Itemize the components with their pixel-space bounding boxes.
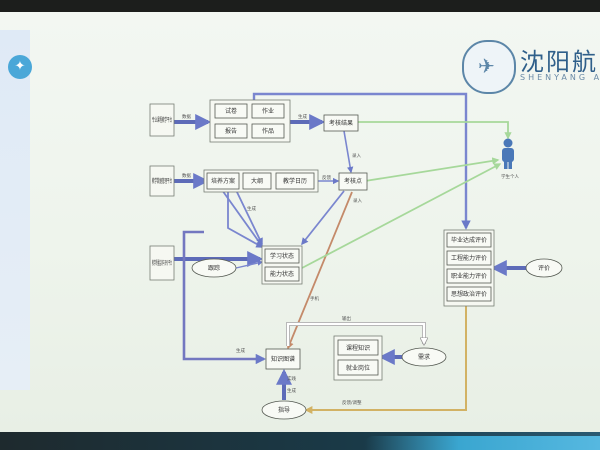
oval-demand: 需求 — [401, 347, 447, 367]
box-works-label: 作品 — [262, 127, 274, 135]
edge-plan-to-learn-main — [235, 189, 263, 246]
left-strip — [0, 30, 30, 390]
box-platform2: 教学数据管理平台 — [149, 165, 175, 197]
lightbulb-icon: ✦ — [8, 55, 32, 79]
oval-demand-label: 需求 — [418, 353, 430, 361]
box-eval-achieve: 毕业达成评价 — [446, 232, 492, 248]
box-assess-point: 考核点 — [338, 172, 368, 191]
box-employment: 就业岗位 — [337, 359, 379, 376]
box-eval-achieve-label: 毕业达成评价 — [451, 236, 487, 244]
box-plan-label: 培养方案 — [211, 177, 235, 185]
box-result-label: 考核结果 — [329, 119, 353, 127]
plane-icon: ✈ — [478, 54, 495, 78]
top-bezel — [0, 0, 600, 12]
box-homework: 作业 — [251, 103, 285, 119]
edge-plan-to-learn-side — [227, 190, 264, 248]
box-knowledge-map: 知识图谱 — [265, 348, 301, 370]
box-employment-label: 就业岗位 — [346, 364, 370, 372]
box-homework-label: 作业 — [262, 107, 274, 115]
box-platform2-label: 教学数据管理平台 — [152, 177, 172, 185]
box-learn-status-label: 学习状态 — [270, 252, 294, 260]
box-eval-career-label: 职业能力评价 — [451, 272, 487, 280]
oval-evaluate-label: 评价 — [538, 264, 550, 272]
box-calendar-label: 教学日历 — [283, 177, 307, 185]
box-exam-label: 试卷 — [225, 107, 237, 115]
edge-label-feed1: 反馈 — [322, 174, 331, 181]
box-knowledge-map-label: 知识图谱 — [271, 355, 295, 363]
box-eval-ideology-label: 思想政治评价 — [451, 290, 487, 298]
edge-evals-to-guide — [304, 306, 467, 414]
box-result: 考核结果 — [323, 114, 359, 132]
oval-trace: 跟踪 — [191, 258, 237, 278]
university-name-en: SHENYANG AE — [520, 73, 600, 82]
student-person-icon — [502, 138, 514, 169]
edge-map-feedback-loop-inner — [287, 323, 424, 346]
edge-label-practice: 实践 — [287, 375, 296, 382]
box-eval-career: 职业能力评价 — [446, 268, 492, 284]
edge-trace-to-status — [235, 260, 264, 269]
university-name-logo: 沈阳航 — [520, 48, 598, 76]
box-learn-status: 学习状态 — [264, 248, 300, 264]
edge-point-to-learn — [301, 190, 345, 246]
box-eval-engineering-label: 工程能力评价 — [451, 254, 487, 262]
university-seal-logo: ✈ — [462, 40, 516, 94]
oval-evaluate: 评价 — [525, 258, 563, 278]
box-ability-status: 能力状态 — [264, 266, 300, 282]
edge-label-output: 输出 — [342, 315, 351, 322]
box-platform3: 教学质量监测与评价平台 — [149, 245, 175, 281]
box-report: 报告 — [214, 123, 248, 139]
box-platform3-label: 教学质量监测与评价平台 — [152, 259, 172, 267]
edge-label-intake1: 录入 — [352, 152, 361, 159]
box-assess-point-label: 考核点 — [344, 177, 362, 185]
box-plan: 培养方案 — [206, 172, 240, 190]
edge-ability-to-student — [301, 163, 502, 269]
edge-label-gen3: 生成 — [236, 347, 245, 354]
box-works: 作品 — [251, 123, 285, 139]
box-platform1-label: 专业课程教学平台 — [152, 116, 172, 124]
edge-label-feedback: 反馈/调整 — [342, 399, 362, 406]
edge-left-loop-to-map — [182, 230, 267, 365]
edge-label-collect2: 数据 — [182, 172, 191, 179]
box-course-knowledge: 课程知识 — [337, 339, 379, 356]
edge-result-to-point — [343, 130, 354, 174]
box-outline: 大纲 — [242, 172, 272, 190]
oval-guide-label: 指导 — [278, 406, 290, 414]
oval-guide: 指导 — [261, 400, 307, 420]
box-eval-ideology: 思想政治评价 — [446, 286, 492, 302]
edge-label-student: 学生个人 — [501, 173, 519, 180]
box-exam: 试卷 — [214, 103, 248, 119]
oval-trace-label: 跟踪 — [208, 264, 220, 272]
edge-label-gen2: 生成 — [247, 205, 256, 212]
edge-label-collect1: 数据 — [182, 113, 191, 120]
box-course-knowledge-label: 课程知识 — [346, 344, 370, 352]
bottom-glow — [365, 436, 600, 450]
box-outline-label: 大纲 — [251, 177, 263, 185]
edge-label-mobile: 手机 — [310, 295, 319, 302]
edge-docs-to-evals — [252, 92, 471, 230]
box-ability-status-label: 能力状态 — [270, 270, 294, 278]
edge-label-gen4: 生成 — [287, 387, 296, 394]
edge-result-to-student — [358, 121, 512, 140]
box-eval-engineering: 工程能力评价 — [446, 250, 492, 266]
box-platform1: 专业课程教学平台 — [149, 103, 175, 137]
box-report-label: 报告 — [225, 127, 237, 135]
edge-label-intake2: 录入 — [353, 197, 362, 204]
edge-label-gen1: 生成 — [298, 113, 307, 120]
box-calendar: 教学日历 — [275, 172, 315, 190]
edge-point-to-student — [364, 157, 500, 182]
